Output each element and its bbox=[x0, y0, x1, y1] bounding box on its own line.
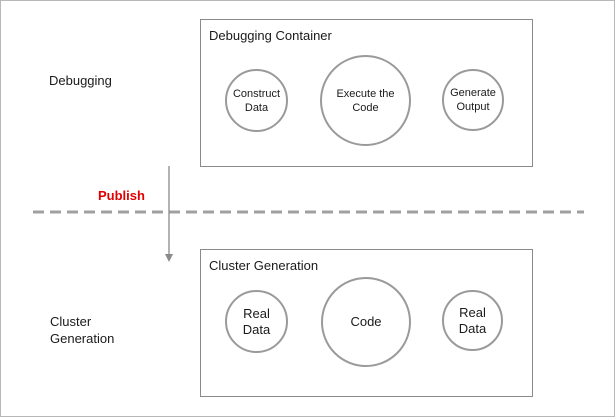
cluster-generation-title: Cluster Generation bbox=[209, 258, 319, 273]
construct-data-label: Construct Data bbox=[232, 87, 281, 114]
real-data-input-node: Real Data bbox=[225, 290, 288, 353]
generate-output-node: Generate Output bbox=[442, 69, 504, 131]
debugging-stage-label: Debugging bbox=[49, 73, 112, 88]
real-data-output-node: Real Data bbox=[442, 290, 503, 351]
code-label: Code bbox=[350, 314, 382, 329]
cluster-generation-stage-label: Cluster Generation bbox=[50, 314, 115, 346]
debugging-container-title: Debugging Container bbox=[209, 28, 332, 43]
publish-label: Publish bbox=[98, 188, 145, 203]
construct-data-node: Construct Data bbox=[225, 69, 288, 132]
real-data-input-label: Real Data bbox=[242, 305, 271, 337]
generate-output-label: Generate Output bbox=[450, 87, 496, 113]
real-data-output-label: Real Data bbox=[458, 304, 487, 336]
publish-arrow-head bbox=[165, 254, 173, 262]
execute-code-label: Execute the Code bbox=[336, 87, 395, 114]
code-node: Code bbox=[321, 277, 411, 367]
execute-code-node: Execute the Code bbox=[320, 55, 411, 146]
